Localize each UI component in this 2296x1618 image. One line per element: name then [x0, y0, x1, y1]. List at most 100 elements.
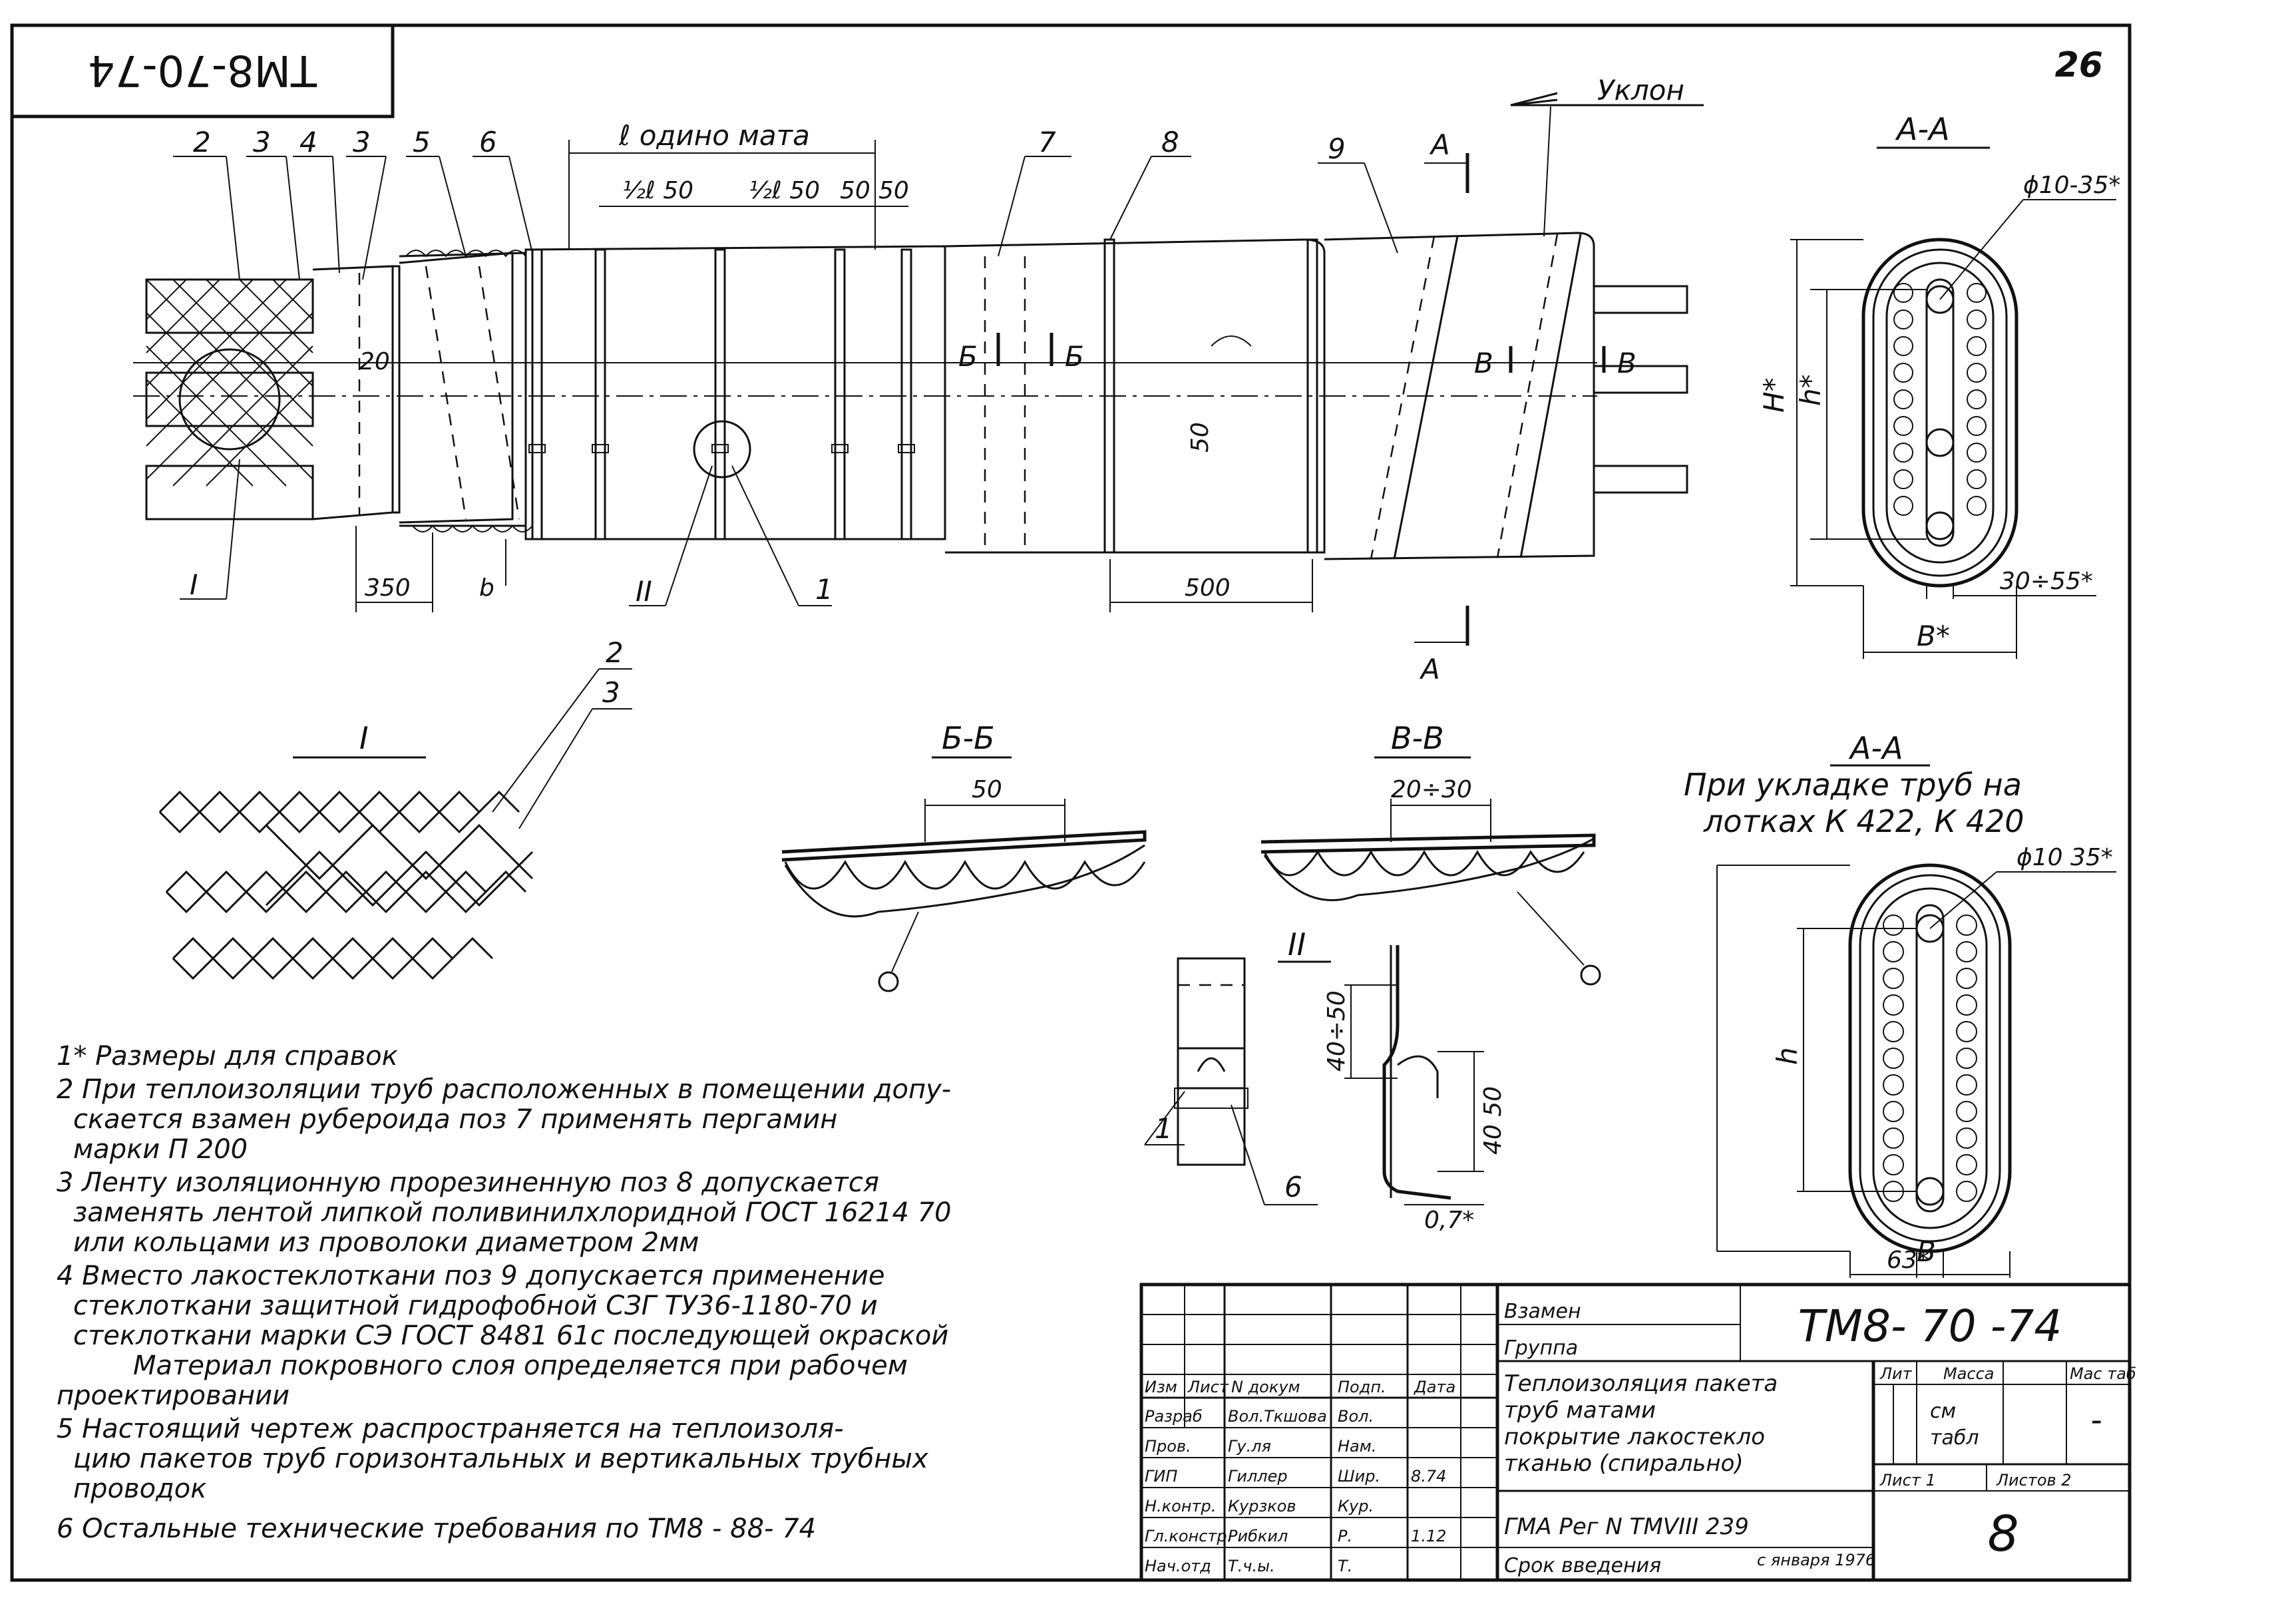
callout-leaders	[173, 156, 1398, 606]
dim-B: B*	[1917, 620, 1950, 652]
tb-sign-4: Р.	[1338, 1527, 1352, 1545]
tb-col-lit: Лит	[1879, 1364, 1913, 1383]
note-line-10: Материал покровного слоя определяется пр…	[133, 1350, 908, 1381]
dim-50-BB: 50	[972, 776, 1002, 803]
tb-date-4: 1.12	[1411, 1527, 1446, 1545]
page-number: 26	[2055, 45, 2103, 85]
tb-name-2: Гиллер	[1228, 1467, 1288, 1486]
dim-50-vertical: 50	[1187, 422, 1214, 453]
tb-gma: ГМА Рег N ТМVIII 239	[1504, 1514, 1749, 1540]
tb-role-0: Разраб	[1145, 1407, 1203, 1426]
note-line-7: 4 Вместо лакостеклоткани поз 9 допускает…	[57, 1261, 884, 1291]
tb-role-2: ГИП	[1145, 1467, 1177, 1486]
section-B-B: Б-Б 50	[781, 720, 1147, 992]
tb-vzamen: Взамен	[1504, 1300, 1581, 1323]
note-line-3: марки П 200	[73, 1134, 248, 1165]
note-line-11: проектировании	[57, 1380, 289, 1411]
tb-srok-date: с января 1976	[1757, 1551, 1875, 1569]
tb-role-3: Н.контр.	[1145, 1497, 1216, 1516]
main-view: 2 3 4 3 5 6 7 8 9 1 I II ℓ одино мата ½ℓ…	[133, 74, 1704, 686]
top-code-stamp: ТМ8-70-74	[88, 45, 317, 95]
tb-code: ТМ8- 70 -74	[1798, 1301, 2062, 1352]
dim-30-55: 30÷55*	[2000, 568, 2093, 595]
tb-sign-0: Вол.	[1338, 1407, 1374, 1426]
wire-dim-top: ϕ10-35*	[2023, 172, 2120, 199]
tb-massa-2: табл	[1930, 1426, 1979, 1450]
dim-40-50a: 40÷50	[1323, 990, 1350, 1072]
dim-350: 350	[365, 574, 411, 602]
note-line-12: 5 Настоящий чертеж распространяется на т…	[57, 1414, 844, 1444]
tb-massa-1: см	[1930, 1400, 1956, 1423]
detail-II-label-6: 6	[1284, 1171, 1302, 1203]
note-line-4: 3 Ленту изоляционную прорезиненную поз 8…	[57, 1167, 879, 1198]
dim-h: h*	[1794, 374, 1827, 406]
callout-5: 5	[413, 126, 431, 158]
tb-sign-3: Кур.	[1338, 1497, 1374, 1516]
section-V-V-title: В-В	[1391, 720, 1444, 756]
tb-col-data: Дата	[1414, 1378, 1455, 1396]
note-line-8: стеклоткани защитной гидрофобной СЗГ ТУ3…	[73, 1291, 878, 1321]
dim-500: 500	[1185, 574, 1231, 602]
callout-4: 4	[299, 126, 317, 158]
cut-A-top: А	[1429, 128, 1450, 161]
note-line-15: 6 Остальные технические требования по ТМ…	[57, 1514, 816, 1544]
note-line-1: 2 При теплоизоляции труб расположенных в…	[57, 1074, 951, 1105]
tb-name-3: Курзков	[1228, 1497, 1296, 1516]
cut-B-left: Б	[958, 340, 978, 373]
detail-II-label-1: 1	[1155, 1112, 1173, 1145]
callout-3a: 3	[253, 126, 271, 158]
section-A-A2-subtitle-2: лотках К 422, К 420	[1703, 803, 2024, 839]
dim-20-30-VV: 20÷30	[1391, 776, 1472, 803]
note-line-9: стеклоткани марки СЭ ГОСТ 8481 61с после…	[73, 1320, 948, 1351]
section-A-A2-subtitle-1: При укладке труб на	[1684, 767, 2022, 803]
dim-50b: 50	[878, 177, 909, 204]
dim-50a: 50	[840, 177, 870, 204]
title-block: Изм Лист N докум Подп. Дата Разраб Вол.Т…	[1139, 1283, 2136, 1582]
dim-b: b	[479, 574, 494, 602]
tb-role-4: Гл.констр.	[1145, 1527, 1232, 1545]
tb-srok: Срок введения	[1504, 1554, 1661, 1577]
tb-title-3: тканью (спирально)	[1504, 1450, 1744, 1477]
dim-B-trays: B	[1917, 1235, 1936, 1268]
dim-40-50b: 40 50	[1479, 1086, 1507, 1155]
tb-col-podp: Подп.	[1338, 1378, 1386, 1396]
note-line-5: заменять лентой липкой поливинилхлоридно…	[73, 1197, 952, 1228]
leader-label-1: 1	[815, 573, 833, 606]
detail-I-title: I	[359, 720, 369, 756]
cut-V-left: В	[1474, 347, 1493, 379]
tb-listov: Листов 2	[1996, 1471, 2072, 1490]
tb-col-izm: Изм	[1145, 1378, 1177, 1396]
tb-list: Лист 1	[1879, 1471, 1936, 1490]
dim-63: 63*	[1887, 1247, 1929, 1274]
tb-name-0: Вол.Ткшова	[1228, 1407, 1327, 1426]
callout-2: 2	[193, 126, 211, 158]
dim-H: H*	[1758, 377, 1790, 413]
tb-role-1: Пров.	[1145, 1437, 1191, 1456]
dim-mat-length: ℓ одино мата	[618, 119, 810, 152]
detail-marker-I: I	[190, 568, 198, 601]
cut-A-bottom: А	[1419, 653, 1440, 686]
note-line-2: скается взамен рубероида поз 7 применять…	[73, 1104, 837, 1135]
tb-title-1: труб матами	[1504, 1397, 1656, 1424]
callout-7: 7	[1038, 126, 1056, 158]
cut-B-right: Б	[1065, 340, 1084, 373]
slope-label: Уклон	[1597, 74, 1684, 106]
note-line-0: 1* Размеры для справок	[57, 1041, 398, 1072]
section-V-V: В-В 20÷30	[1260, 720, 1601, 986]
tb-sign-1: Нам.	[1338, 1437, 1377, 1456]
tb-sign-2: Шир.	[1338, 1467, 1380, 1486]
detail-I-label-2: 2	[606, 636, 624, 669]
note-line-6: или кольцами из проволоки диаметром 2мм	[73, 1227, 699, 1258]
tb-date-2: 8.74	[1411, 1467, 1446, 1486]
tb-role-5: Нач.отд	[1145, 1557, 1211, 1575]
notes: 1* Размеры для справок 2 При теплоизоляц…	[57, 1041, 952, 1544]
tb-col-list: Лист	[1187, 1378, 1229, 1396]
band-rings	[531, 238, 1318, 554]
tb-masshtab: -	[2090, 1402, 2102, 1439]
section-A-A-trays: А-А При укладке труб на лотках К 422, К …	[1684, 730, 2116, 1278]
mesh-hatch	[146, 279, 313, 487]
callout-6: 6	[479, 126, 497, 158]
detail-I: I 2 3	[158, 636, 632, 980]
code-stamp-top: ТМ8-70-74	[88, 45, 317, 95]
